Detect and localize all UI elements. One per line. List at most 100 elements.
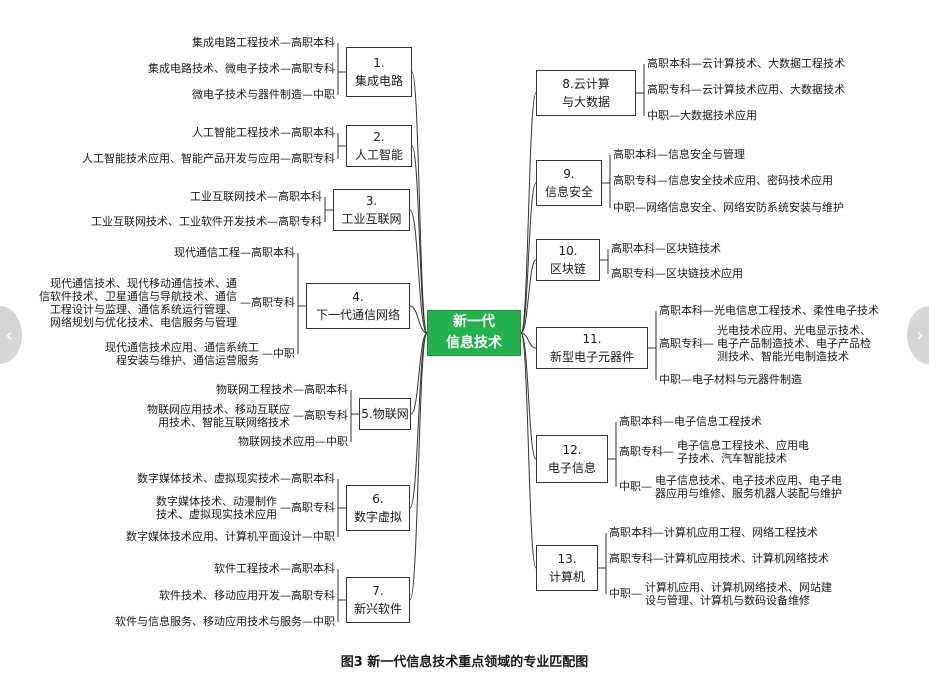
branch-line-13 [520,332,537,569]
center-node: 新一代信息技术 [427,310,521,356]
branch-line-9 [520,182,537,334]
major-list-item: 高职专科—云计算技术应用、大数据技术 [647,83,845,96]
domain-label: 与大数据 [561,95,610,109]
level-label: —高职专科 [280,501,335,514]
domain-label: 10. [558,244,578,258]
level-label: —中职 [262,347,295,360]
domain-label: 6. [372,492,384,506]
figure-caption: 图3 新一代信息技术重点领域的专业匹配图 [340,655,589,670]
domain-node-R-6: 13. 计算机 [536,545,598,591]
major-list-item: 数字媒体技术、虚拟现实技术—高职本科 [137,472,335,485]
branch-line-4 [409,305,428,334]
major-list-line: 设与管理、计算机与数码设备维修 [645,593,810,607]
major-list-line: 用技术、智能互联网络技术 [158,415,290,429]
domain-label: 新型电子元器件 [549,350,634,364]
domain-label: 5.物联网 [361,407,409,421]
major-list-line: 现代通信技术应用、通信系统工 [105,340,259,354]
domain-node-L-5: 5.物联网 [359,398,411,430]
next-slide-button[interactable]: › [907,306,929,364]
domain-label: 13. [557,552,577,566]
branch-line-1 [411,71,428,334]
level-label: 高职专科— [619,445,674,458]
major-list-item: 集成电路技术、微电子技术—高职专科 [148,62,335,75]
domain-node-L-6: 6. 数字虚拟 [346,485,410,531]
major-list-item: 高职专科—区块链技术应用 [611,267,743,280]
major-list-item: 软件工程技术—高职本科 [214,562,335,575]
chevron-right-icon: › [916,324,924,346]
center-label: 新一代 [453,314,495,330]
branch-line-7 [409,332,428,601]
major-list-line: 技术、虚拟现实技术应用 [156,507,277,521]
major-list-item: 人工智能技术应用、智能产品开发与应用—高职专科 [82,152,335,165]
major-list-item: 人工智能工程技术—高职本科 [192,126,335,139]
major-list-line: 程安装与维护、通信运营服务 [116,353,259,367]
branch-line-2 [411,145,428,334]
major-list-item: 高职本科—计算机应用工程、网络工程技术 [609,526,818,539]
domain-label: 信息安全 [544,185,593,199]
chevron-left-icon: ‹ [5,324,13,346]
major-list-item: 中职—网络信息安全、网络安防系统安装与维护 [613,201,844,214]
major-list-line: 工程设计与监理、通信系统运行管理、 [50,302,237,316]
major-list-item: 高职专科—计算机应用技术、计算机网络技术 [609,552,829,565]
domain-node-R-1: 8.云计算与大数据 [536,70,636,116]
domain-node-L-7: 7. 新兴软件 [346,577,410,623]
major-list-line: 电子信息工程技术、应用电 [677,438,809,452]
major-list-line: 器应用与维修、服务机器人装配与维护 [655,486,842,500]
domain-label: 8.云计算 [562,77,610,91]
major-list-line: 现代通信技术、现代移动通信技术、通 [50,276,237,290]
level-label: 高职专科— [659,337,714,350]
domain-label: 7. [372,584,384,598]
major-list-item: 工业互联网技术—高职本科 [190,190,322,203]
major-list-item: 现代通信工程—高职本科 [174,246,295,259]
domain-label: 12. [562,443,582,457]
major-list-line: 数字媒体技术、动漫制作 [156,494,277,508]
major-list-line: 计算机应用、计算机网络技术、网站建 [645,580,832,594]
major-list-line: 子技术、汽车智能技术 [677,451,787,465]
domain-node-R-2: 9.信息安全 [536,160,602,206]
major-list-item: 物联网技术应用—中职 [238,435,348,448]
major-list-item: 高职本科—云计算技术、大数据工程技术 [647,57,845,70]
domain-label: 工业互联网 [341,212,402,226]
major-list-line: 网络规划与优化技术、电信服务与管理 [50,315,237,329]
branch-line-10 [520,259,537,334]
major-list-item: 高职本科—信息安全与管理 [613,148,745,161]
major-list-item: 数字媒体技术应用、计算机平面设计—中职 [126,530,335,543]
major-list-line: 光电技术应用、光电显示技术、 [717,324,871,337]
domain-label: 11. [582,332,602,346]
major-list-item: 物联网工程技术—高职本科 [216,383,348,396]
major-list-item: 工业互联网技术、工业软件开发技术—高职专科 [91,215,322,228]
major-list-line: 电子产品制造技术、电子产品检 [717,337,871,350]
level-label: 中职— [609,587,642,600]
branch-line-5 [410,332,428,415]
level-label: —高职专科 [240,296,295,309]
domain-node-R-3: 10. 区块链 [536,239,600,281]
major-list-line: 物联网应用技术、移动互联应 [147,402,290,416]
domain-label: 4. [352,290,364,304]
domain-node-L-3: 3. 工业互联网 [333,189,410,231]
prev-slide-button[interactable]: ‹ [0,306,22,364]
domain-label: 区块链 [549,262,586,276]
major-list-line: 信软件技术、卫星通信与导航技术、通信 [39,289,237,303]
branch-line-3 [409,209,428,334]
domain-label: 3. [365,194,378,208]
domain-label: 计算机 [548,570,585,584]
level-label: —高职专科 [293,409,348,422]
level-label: 中职— [619,480,652,493]
domain-label: 1. [373,56,385,70]
domain-label: 集成电路 [354,74,403,88]
domain-label: 新兴软件 [353,602,402,616]
domain-node-R-4: 11. 新型电子元器件 [536,327,648,369]
major-list-item: 软件技术、移动应用开发—高职专科 [159,589,335,602]
domain-node-L-2: 2.人工智能 [346,125,412,167]
domain-label: 电子信息 [547,461,596,475]
domain-node-R-5: 12. 电子信息 [536,435,608,483]
major-list-item: 微电子技术与器件制造—中职 [192,88,335,101]
major-list-item: 集成电路工程技术—高职本科 [192,36,335,49]
domain-node-L-4: 4.下一代通信网络 [306,283,410,329]
major-list-item: 中职—电子材料与元器件制造 [659,373,802,386]
major-list-item: 中职—大数据技术应用 [647,109,757,122]
branch-line-6 [409,332,428,509]
domain-label: 数字虚拟 [353,510,402,524]
